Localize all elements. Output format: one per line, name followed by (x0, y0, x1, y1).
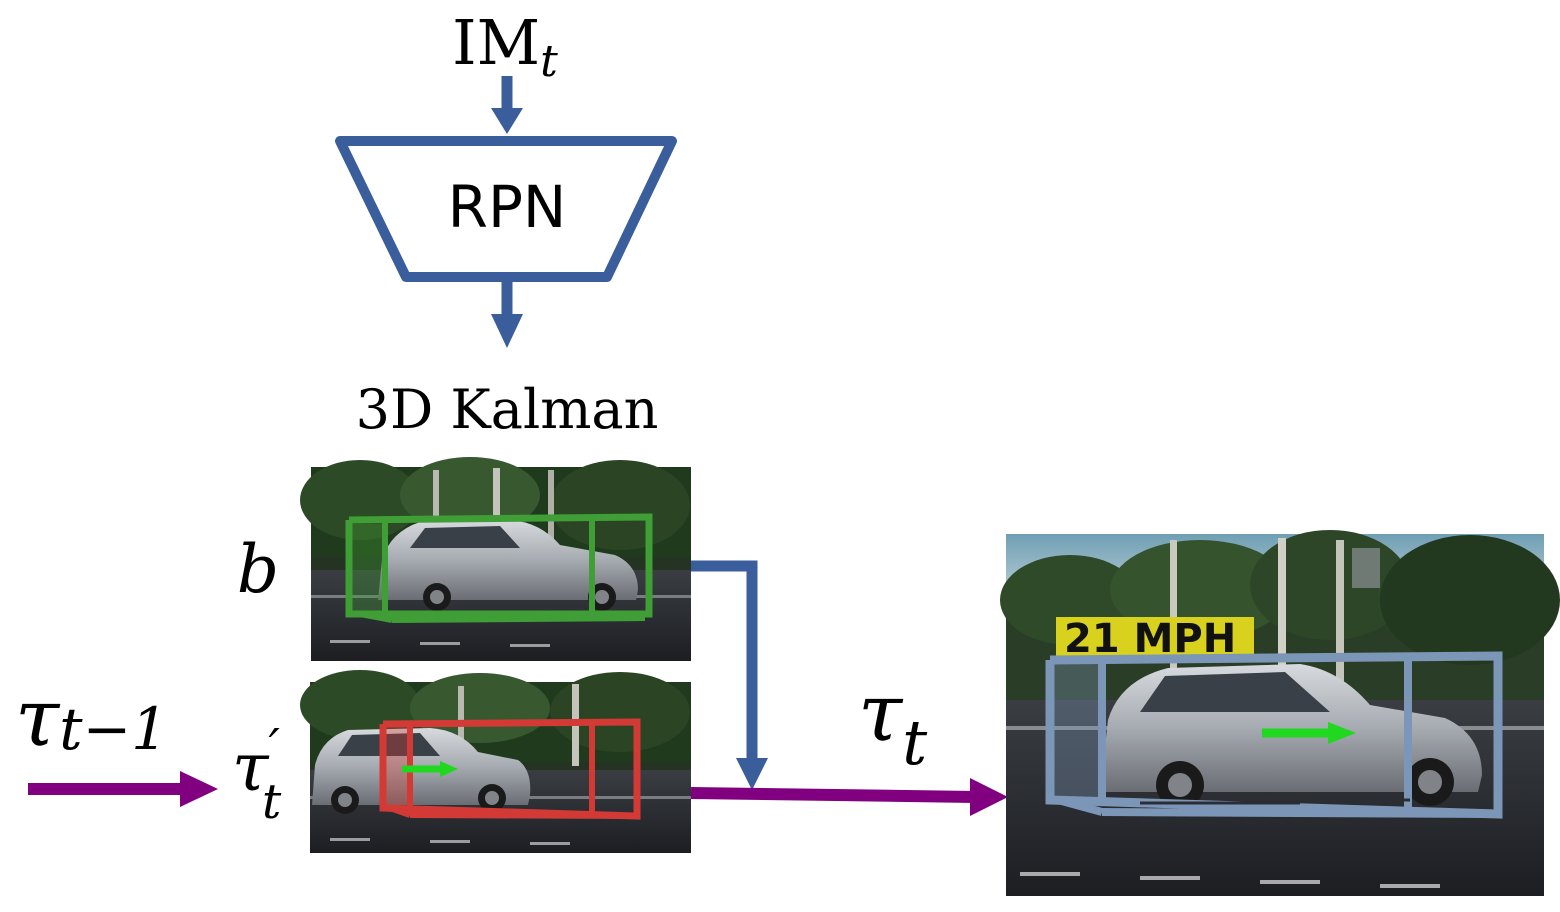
out-track-label: τt (858, 666, 927, 779)
output-image: 21 MPH (1000, 530, 1560, 896)
prediction-image (300, 670, 691, 853)
pred-track-sup: ′ (269, 718, 281, 776)
rpn-label: RPN (448, 173, 567, 241)
output-track-arrow (690, 778, 1008, 816)
input-label-base: IM (452, 6, 540, 79)
rpn-block (335, 136, 677, 282)
prev-track-sub: t−1 (59, 695, 168, 763)
pred-track-base: τ (232, 729, 270, 806)
prev-track-arrow (28, 771, 218, 807)
pred-track-sub: t (262, 774, 282, 830)
pred-track-label: τ′t (232, 718, 282, 830)
input-label: IMt (452, 6, 558, 87)
detection-image (300, 457, 691, 661)
out-track-base: τ (858, 666, 904, 759)
input-label-sub: t (540, 36, 558, 87)
prev-track-base: τ (15, 671, 61, 764)
input-arrow (491, 76, 523, 134)
prev-track-label: τt−1 (15, 671, 168, 764)
rpn-output-arrow (491, 280, 523, 348)
detection-merge-arrow (691, 560, 768, 790)
detection-label: b (237, 531, 279, 608)
out-track-sub: t (902, 706, 927, 779)
kalman-label: 3D Kalman (356, 378, 659, 441)
